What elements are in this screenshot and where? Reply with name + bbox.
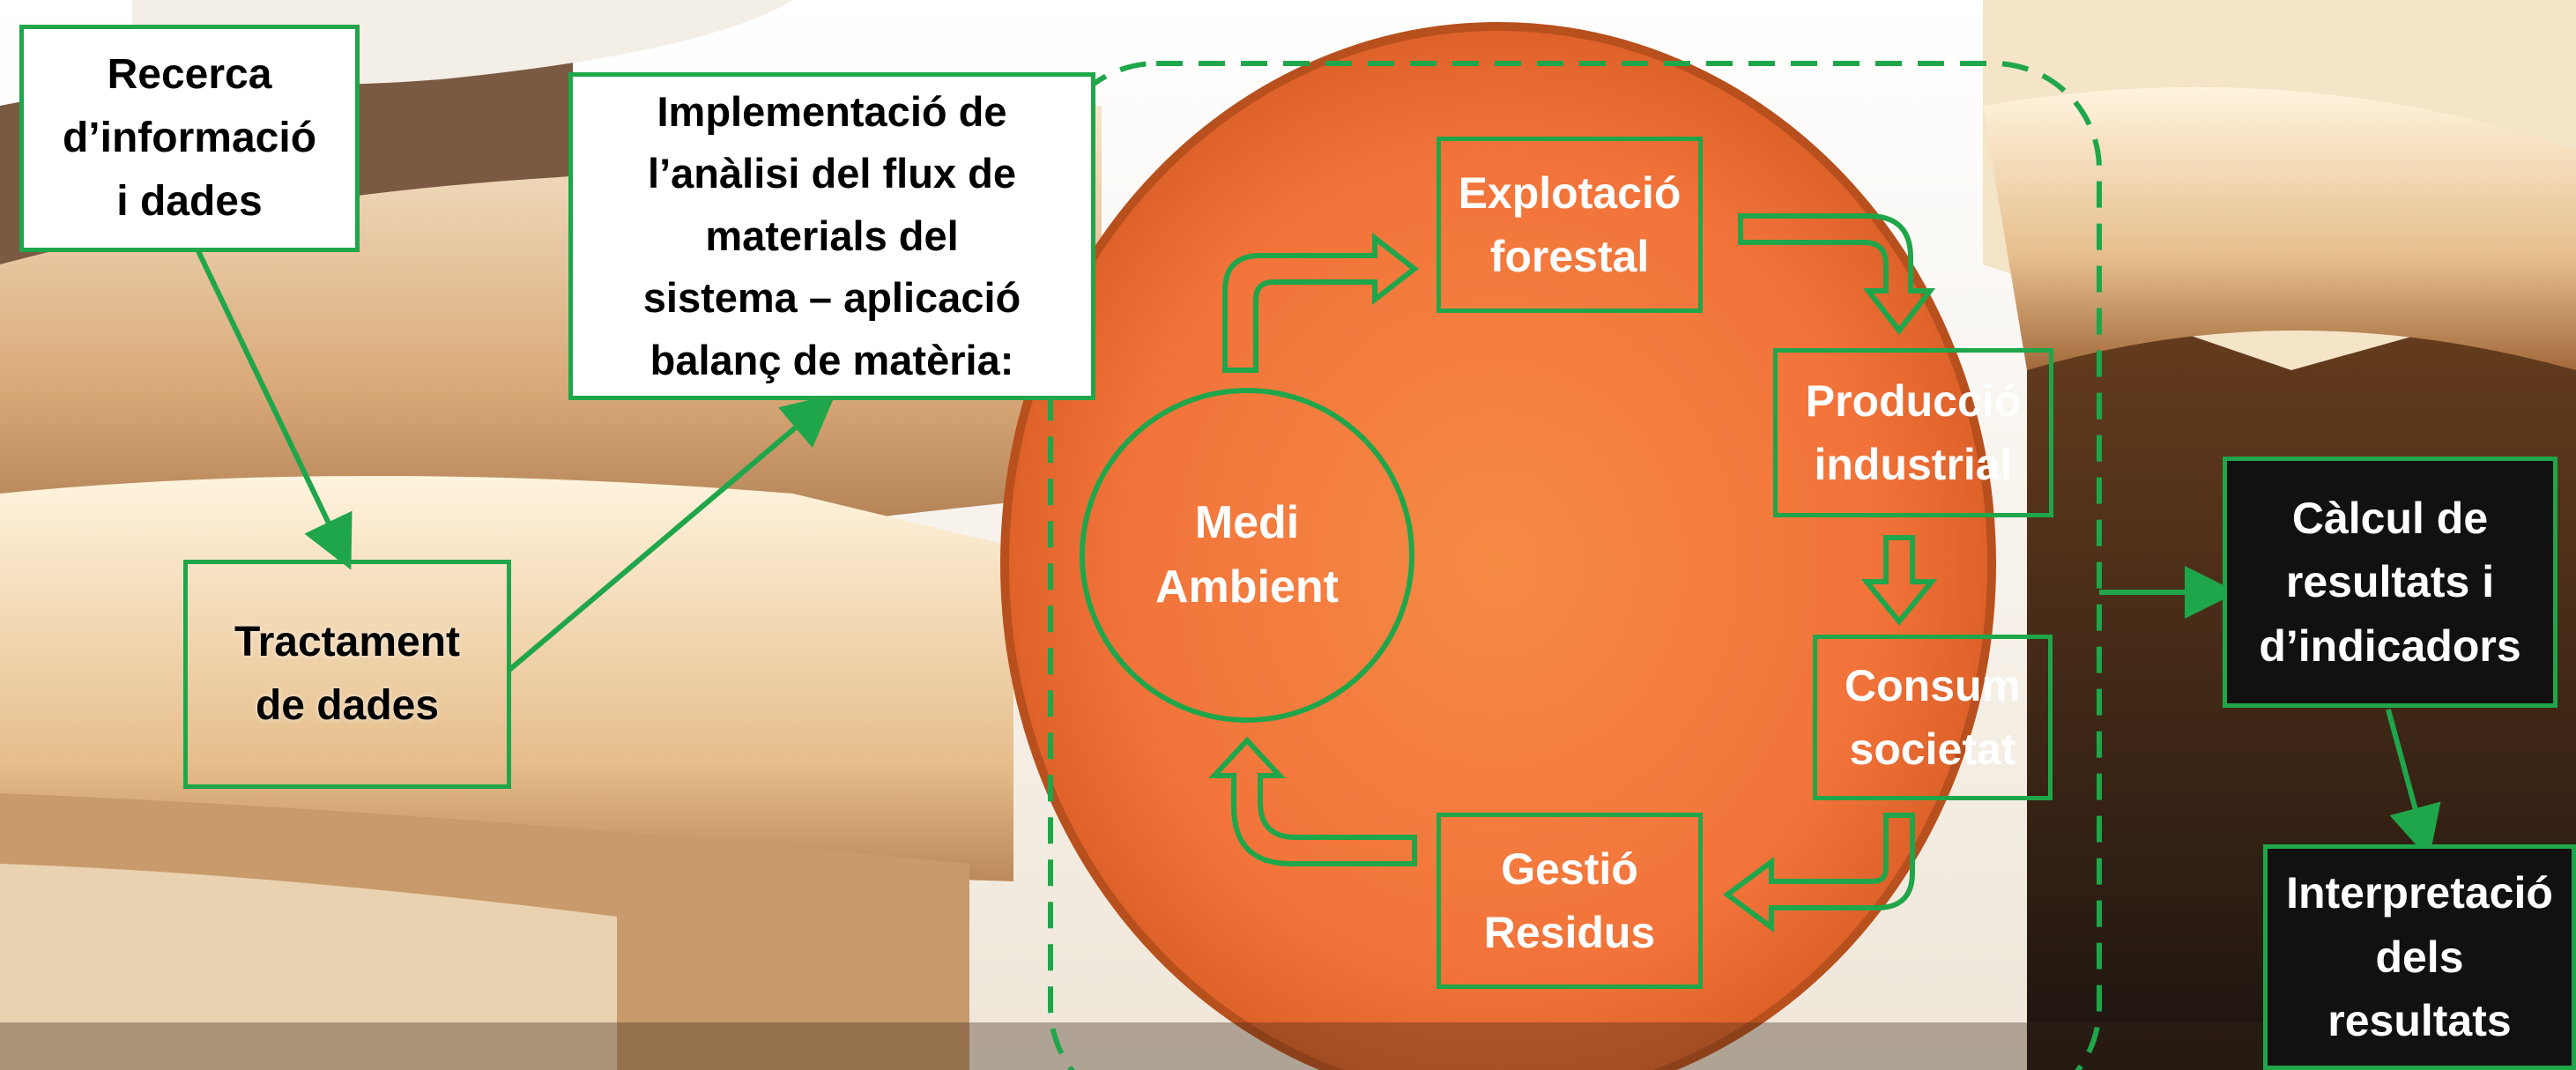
cycle-arrow-gestio-to-medi [1208, 736, 1417, 866]
node-produccio-industrial: Producció industrial [1773, 348, 2053, 517]
cycle-arrow-medi-to-explotacio [1222, 232, 1419, 373]
arrow-recerca-to-tractament [196, 249, 353, 570]
system-boundary [1048, 61, 2102, 1070]
cycle-arrow-produccio-to-consum [1860, 535, 1938, 626]
cycle-arrow-explotacio-to-produccio [1738, 213, 1936, 335]
node-medi-ambient: Medi Ambient [1080, 388, 1414, 723]
node-gestio-residus: Gestió Residus [1436, 813, 1703, 989]
box-tractament-dades: Tractament de dades [183, 560, 511, 789]
arrow-tractament-to-implementacio [508, 393, 836, 672]
box-interpretacio-resultats: Interpretació dels resultats [2263, 844, 2576, 1070]
cycle-arrow-consum-to-gestio [1722, 813, 1915, 933]
node-consum-societat: Consum societat [1813, 635, 2053, 800]
arrow-calcul-to-interpretacio [2386, 709, 2441, 860]
box-recerca-informacio: Recerca d’informació i dades [19, 25, 360, 252]
box-implementacio-analisi: Implementació de l’anàlisi del flux de m… [568, 72, 1095, 400]
box-calcul-resultats: Càlcul de resultats i d’indicadors [2223, 457, 2557, 708]
node-explotacio-forestal: Explotació forestal [1436, 137, 1703, 313]
